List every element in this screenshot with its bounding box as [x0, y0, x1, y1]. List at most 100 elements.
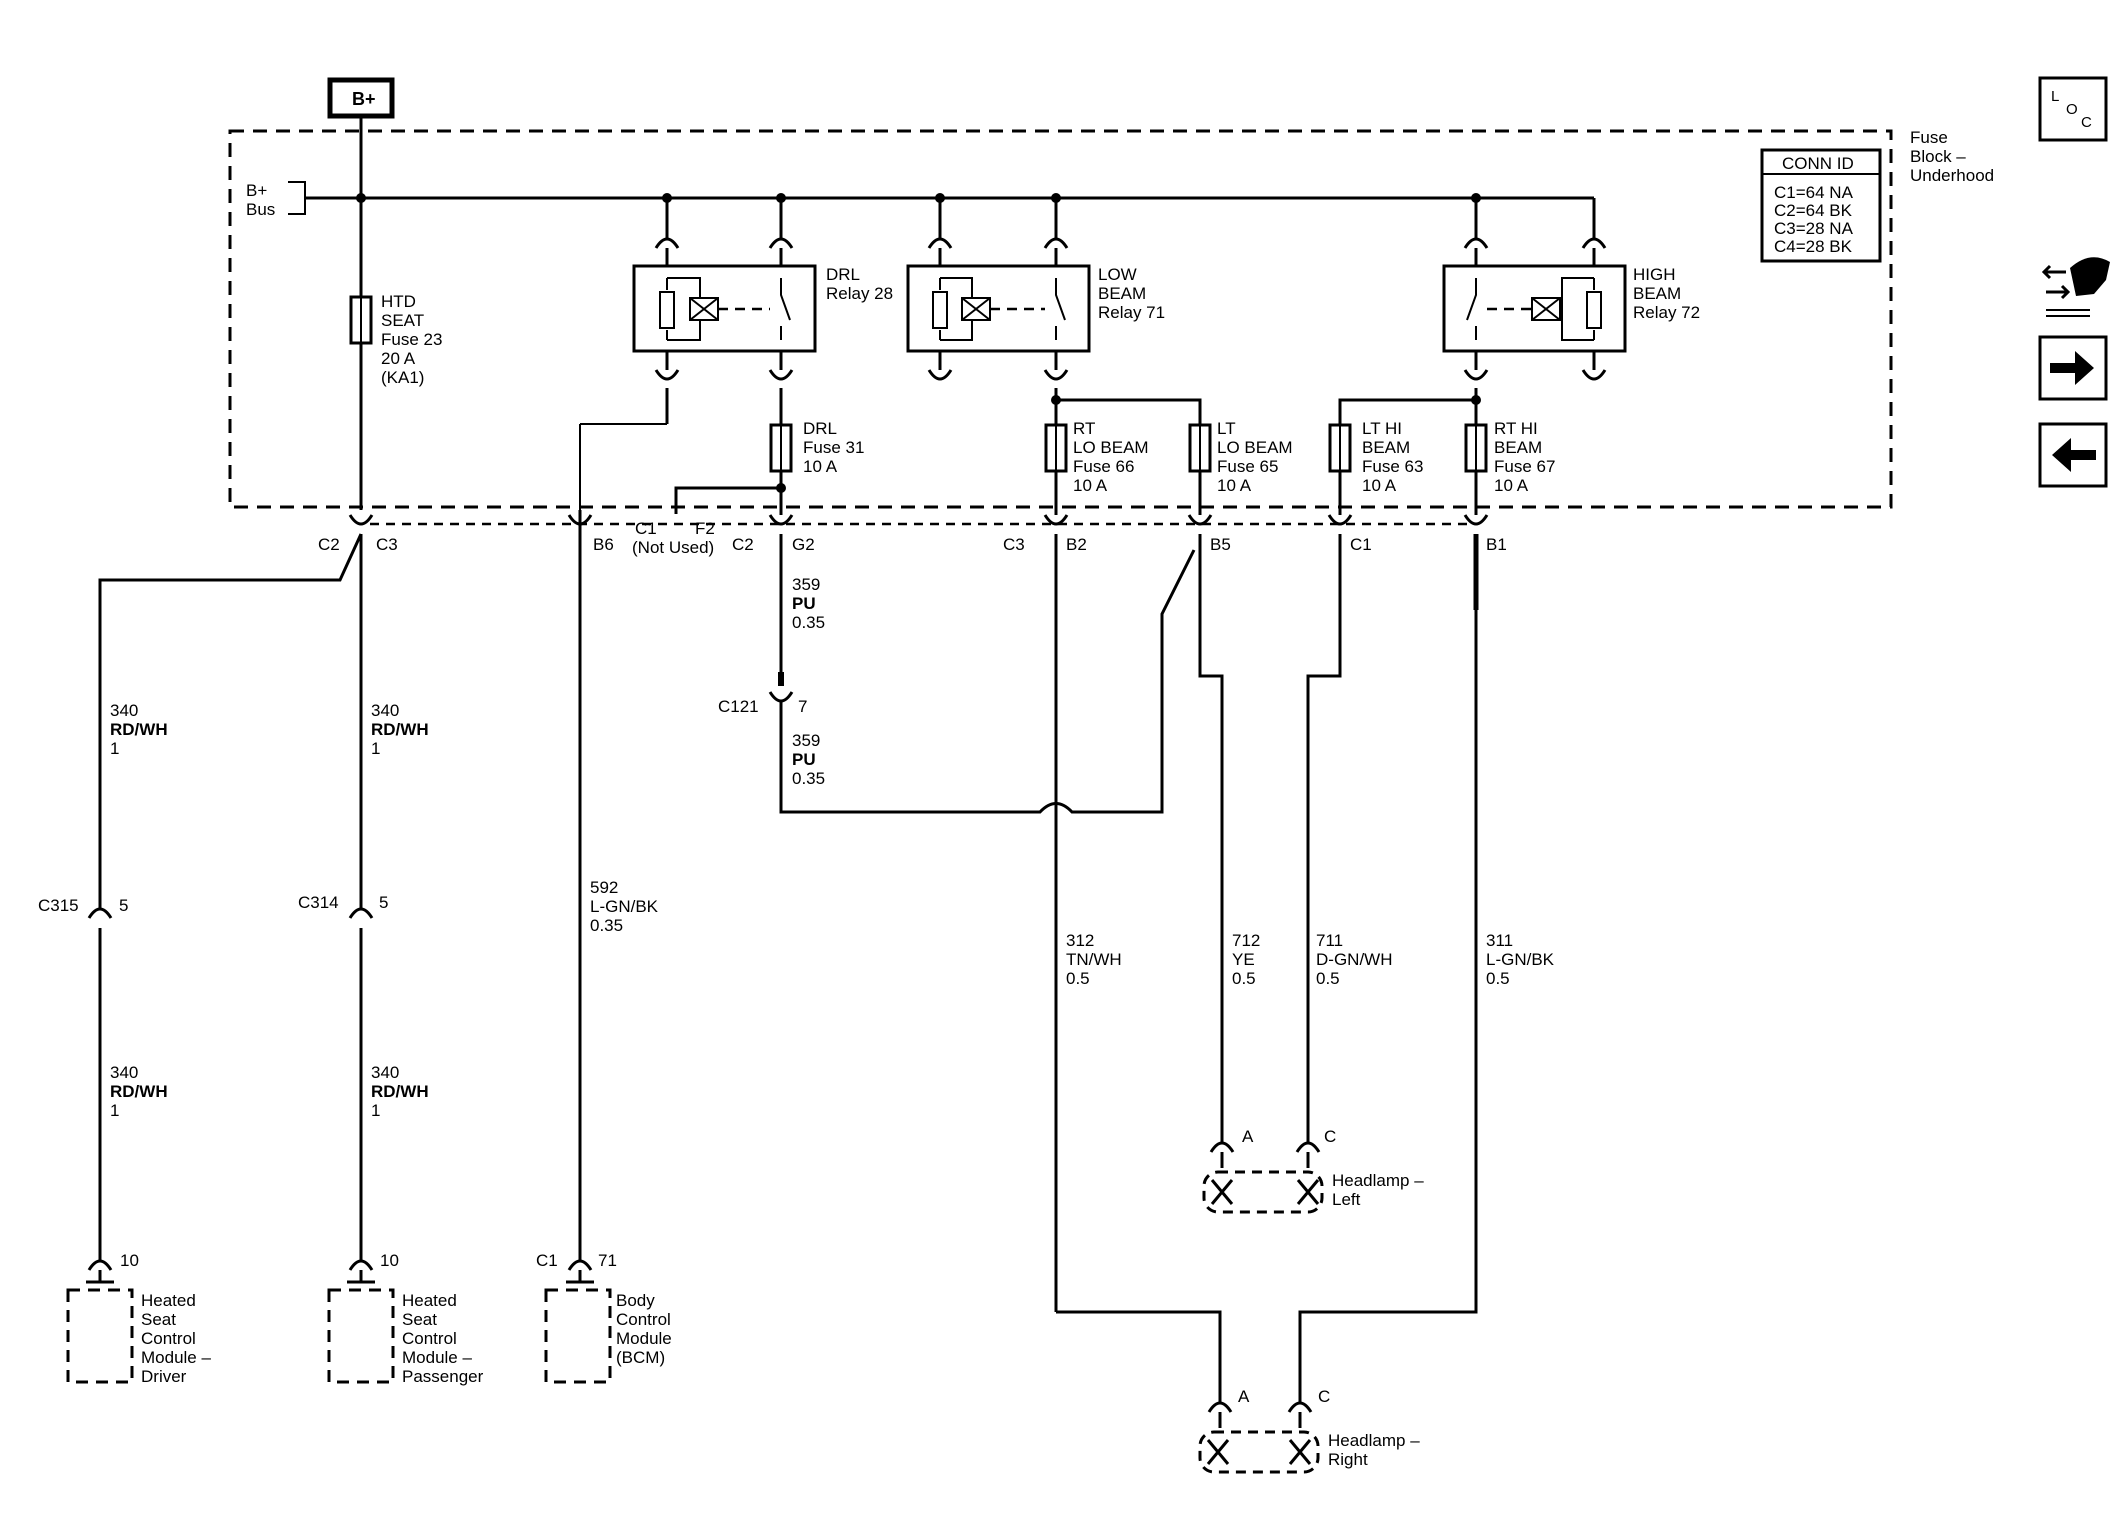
svg-text:0.35: 0.35	[792, 769, 825, 788]
loc-letter: C	[2081, 114, 2092, 131]
relay-label: Relay 28	[826, 284, 893, 303]
svg-text:(BCM): (BCM)	[616, 1348, 665, 1367]
wire-label: 340 RD/WH 1 340 RD/WH 1	[110, 1063, 429, 1120]
pin-label: C1	[1350, 535, 1372, 554]
arrow-left-icon[interactable]	[2038, 422, 2108, 488]
rt-lo-beam-fuse: RT LO BEAM Fuse 66 10 A	[1044, 419, 1149, 495]
svg-text:7: 7	[798, 697, 807, 716]
fuse-block-label-line: Block –	[1910, 147, 1966, 166]
svg-text:Seat: Seat	[141, 1310, 176, 1329]
svg-text:10: 10	[120, 1251, 139, 1270]
pin-label: B5	[1210, 535, 1231, 554]
svg-text:TN/WH: TN/WH	[1066, 950, 1122, 969]
c315-connector: C315 5	[38, 896, 128, 1262]
bus-label: B+	[246, 181, 267, 200]
conn-id-table: CONN ID C1=64 NA C2=64 BK C3=28 NA C4=28…	[1760, 148, 1882, 263]
svg-text:Module –: Module –	[141, 1348, 211, 1367]
svg-text:Right: Right	[1328, 1450, 1368, 1469]
svg-text:Body: Body	[616, 1291, 655, 1310]
pin-label: C3	[1003, 535, 1025, 554]
svg-text:Passenger: Passenger	[402, 1367, 484, 1386]
svg-text:711: 711	[1316, 931, 1343, 950]
relay-label: DRL	[826, 265, 860, 284]
wire-label: 359 PU 0.35	[792, 731, 825, 788]
connector-swap-icon[interactable]	[2041, 257, 2110, 317]
fuse-block-label-line: Fuse	[1910, 128, 1948, 147]
svg-text:A: A	[1242, 1127, 1254, 1146]
pin-label: F2	[695, 519, 715, 538]
svg-text:Module –: Module –	[402, 1348, 472, 1367]
svg-text:5: 5	[379, 893, 388, 912]
svg-text:PU: PU	[792, 750, 816, 769]
fuse-label: 20 A	[381, 349, 416, 368]
fuse-label: LO BEAM	[1217, 438, 1293, 457]
lt-hi-beam-fuse: LT HI BEAM Fuse 63 10 A	[1328, 419, 1423, 495]
svg-text:1: 1	[371, 739, 380, 758]
loc-icon[interactable]: L O C	[2038, 76, 2108, 142]
svg-text:RD/WH: RD/WH	[110, 1082, 168, 1101]
drl-fuse: DRL Fuse 31 10 A	[769, 419, 864, 476]
fuse-label: HTD	[381, 292, 416, 311]
svg-text:10: 10	[380, 1251, 399, 1270]
wire-359-lower	[779, 549, 1196, 814]
conn-id-row: C4=28 BK	[1774, 237, 1853, 256]
bus-label: Bus	[246, 200, 275, 219]
svg-text:RD/WH: RD/WH	[371, 1082, 429, 1101]
fuse-label: Fuse 65	[1217, 457, 1278, 476]
svg-text:0.5: 0.5	[1486, 969, 1510, 988]
svg-text:A: A	[1238, 1387, 1250, 1406]
svg-text:D-GN/WH: D-GN/WH	[1316, 950, 1392, 969]
svg-text:0.5: 0.5	[1066, 969, 1090, 988]
c121-connector: C121 7	[718, 672, 807, 716]
conn-id-row: C2=64 BK	[1774, 201, 1853, 220]
relay-label: BEAM	[1098, 284, 1146, 303]
fuse-label: DRL	[803, 419, 837, 438]
fuse-label: Fuse 23	[381, 330, 442, 349]
svg-text:Left: Left	[1332, 1190, 1361, 1209]
svg-text:340: 340	[371, 1063, 399, 1082]
relay-label: Relay 72	[1633, 303, 1700, 322]
svg-text:359: 359	[792, 731, 820, 750]
svg-text:YE: YE	[1232, 950, 1255, 969]
pin-label: B1	[1486, 535, 1507, 554]
svg-text:Module: Module	[616, 1329, 672, 1348]
fuse-label: Fuse 66	[1073, 457, 1134, 476]
heated-seat-module-passenger: 10 Heated Seat Control Module – Passenge…	[327, 1251, 484, 1386]
svg-text:C315: C315	[38, 896, 79, 915]
fuse-label: BEAM	[1362, 438, 1410, 457]
conn-id-title: CONN ID	[1782, 154, 1854, 173]
loc-letter: L	[2051, 88, 2059, 105]
headlamp-right: A C Headlamp – Right	[1198, 1387, 1420, 1474]
svg-text:340: 340	[110, 701, 138, 720]
svg-text:312: 312	[1066, 931, 1094, 950]
wire-340-driver	[98, 533, 363, 910]
svg-text:71: 71	[598, 1251, 617, 1270]
fuse-label: RT	[1073, 419, 1095, 438]
svg-text:5: 5	[119, 896, 128, 915]
fuse-label: LT	[1217, 419, 1236, 438]
svg-text:Control: Control	[402, 1329, 457, 1348]
c314-connector: C314 5	[298, 893, 388, 1262]
wire-label: 312 TN/WH 0.5 712 YE 0.5 711 D-GN/WH 0.5…	[1066, 931, 1555, 988]
svg-text:1: 1	[110, 739, 119, 758]
svg-text:311: 311	[1486, 931, 1513, 950]
svg-text:359: 359	[792, 575, 820, 594]
svg-text:C121: C121	[718, 697, 759, 716]
fuse-label: LT HI	[1362, 419, 1402, 438]
fuse-label: 10 A	[803, 457, 838, 476]
arrow-right-icon[interactable]	[2038, 335, 2108, 401]
fuse-label: 10 A	[1217, 476, 1252, 495]
svg-text:Headlamp –: Headlamp –	[1328, 1431, 1420, 1450]
rt-hi-beam-fuse: RT HI BEAM Fuse 67 10 A	[1464, 419, 1555, 495]
relay-label: BEAM	[1633, 284, 1681, 303]
wire-712	[1198, 534, 1224, 1144]
svg-text:RD/WH: RD/WH	[371, 720, 429, 739]
svg-text:L-GN/BK: L-GN/BK	[1486, 950, 1555, 969]
fuse-label: 10 A	[1073, 476, 1108, 495]
pin-label: (Not Used)	[632, 538, 714, 557]
fuse-label: SEAT	[381, 311, 424, 330]
drl-relay: DRL Relay 28	[632, 193, 893, 381]
svg-text:0.35: 0.35	[590, 916, 623, 935]
battery-source: B+	[327, 77, 395, 119]
